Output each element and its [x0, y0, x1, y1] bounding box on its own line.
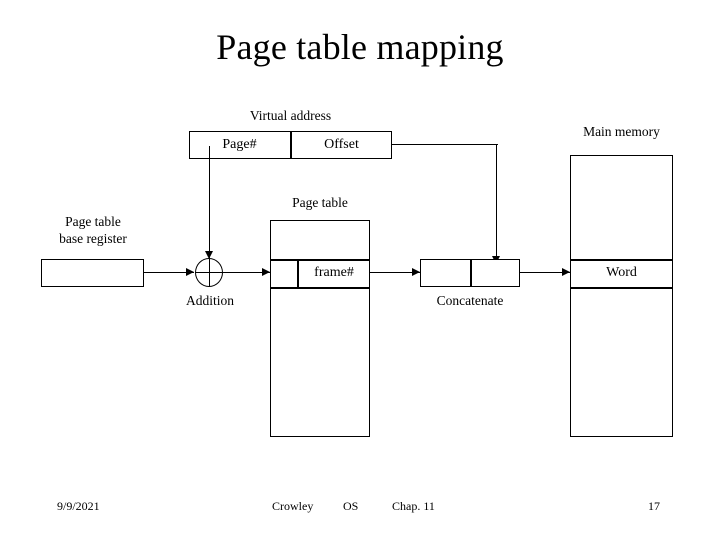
page-table-box [270, 220, 370, 437]
page-title: Page table mapping [216, 27, 504, 67]
offset-to-concatenate-vertical-line [496, 144, 498, 262]
main-memory-word-top-border [570, 259, 673, 261]
virtual-address-offset-field: Offset [324, 137, 359, 152]
page-table-base-register-caption-line2: base register [59, 231, 127, 246]
concatenate-cell-divider [470, 259, 472, 287]
frame-number-to-concatenate-arrowhead [412, 268, 420, 276]
page-table-entry-divider [297, 259, 299, 288]
concatenate-to-main-memory-line [520, 272, 570, 274]
main-memory-caption: Main memory [583, 124, 660, 139]
concatenate-label: Concatenate [436, 293, 504, 308]
footer-page-number: 17 [648, 499, 660, 513]
concatenate-to-main-memory-arrowhead [562, 268, 570, 276]
page-table-frame-number-cell: frame# [314, 265, 354, 280]
addition-to-page-table-line [223, 272, 270, 274]
base-register-to-addition-arrowhead [186, 268, 194, 276]
page-table-entry-bottom-border [270, 287, 370, 289]
footer-author: Crowley [272, 499, 314, 513]
main-memory-box [570, 155, 673, 437]
footer-chapter: Chap. 11 [392, 499, 435, 513]
addition-label: Addition [185, 293, 234, 308]
page-table-base-register-box [41, 259, 144, 287]
virtual-address-field-divider [290, 131, 292, 159]
slide-footer: 9/9/2021 Crowley OS Chap. 11 17 [0, 497, 720, 515]
footer-course: OS [343, 499, 359, 513]
main-memory-word-cell: Word [606, 265, 637, 280]
addition-plus-vertical-stroke [209, 258, 211, 287]
frame-number-to-concatenate-line [370, 272, 422, 274]
addition-to-page-table-arrowhead [262, 268, 270, 276]
page-table-base-register-caption-line1: Page table [65, 214, 121, 229]
main-memory-word-bottom-border [570, 287, 673, 289]
footer-date: 9/9/2021 [57, 499, 100, 513]
page-number-to-addition-line [209, 146, 211, 258]
offset-to-concatenate-horizontal-line [392, 144, 498, 146]
base-register-to-addition-line [144, 272, 194, 274]
page-number-to-addition-arrowhead [205, 251, 213, 259]
virtual-address-caption: Virtual address [249, 108, 332, 123]
virtual-address-page-number-field: Page# [222, 137, 257, 152]
page-table-entry-top-border [270, 259, 370, 261]
page-table-caption: Page table [292, 195, 348, 210]
